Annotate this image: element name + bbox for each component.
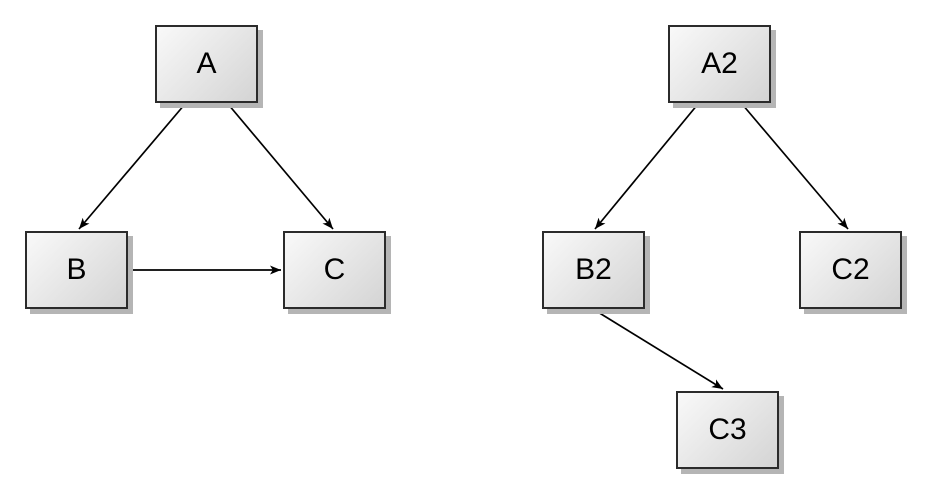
node-A2[interactable]: A2 [668, 25, 771, 103]
node-C[interactable]: C [283, 231, 386, 309]
edges-group [78, 103, 849, 390]
node-C2[interactable]: C2 [799, 231, 902, 309]
edge-A-C [227, 103, 334, 230]
edge-A-B [78, 103, 186, 230]
node-label-C2: C2 [831, 253, 870, 286]
node-label-B2: B2 [575, 253, 612, 286]
node-label-C3: C3 [708, 413, 747, 446]
node-C3[interactable]: C3 [676, 391, 779, 469]
node-A[interactable]: A [155, 25, 258, 103]
edge-B2-C3 [592, 308, 724, 390]
edge-A2-C2 [741, 103, 849, 230]
node-B2[interactable]: B2 [542, 231, 645, 309]
node-B[interactable]: B [25, 231, 128, 309]
node-label-A2: A2 [701, 47, 738, 80]
node-label-C: C [323, 253, 346, 286]
node-label-A: A [196, 47, 217, 80]
node-label-B: B [66, 253, 87, 286]
edge-A2-B2 [594, 103, 699, 230]
